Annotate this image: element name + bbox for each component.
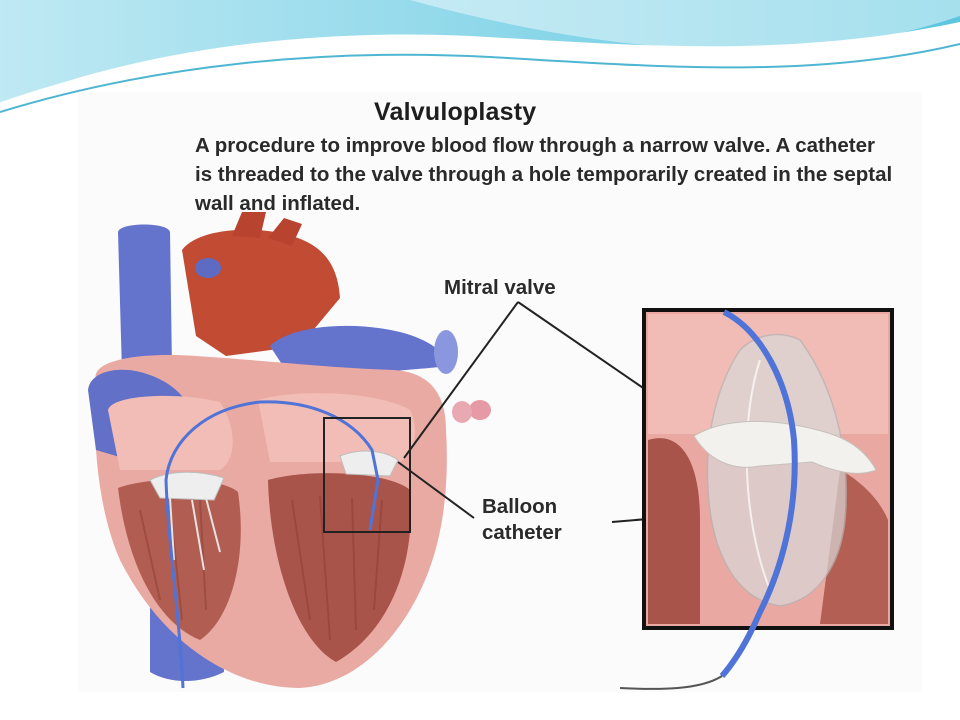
heart-mitral-valve	[339, 450, 399, 477]
right-atrium-chamber	[108, 395, 233, 470]
aorta	[182, 229, 340, 356]
inset-mitral-valve	[693, 420, 877, 474]
mitral-valve-label: Mitral valve	[444, 276, 556, 299]
left-ventricle	[268, 473, 411, 662]
balloon-catheter-label: Balloon catheter	[482, 495, 562, 544]
valvuloplasty-illustration	[78, 92, 922, 692]
slide-header-swoosh	[0, 0, 960, 113]
tricuspid-valve	[149, 471, 225, 501]
heart-diagram	[88, 212, 894, 690]
right-ventricle	[118, 479, 241, 640]
left-atrium-chamber	[258, 393, 415, 462]
diagram-title: Valvuloplasty	[374, 98, 537, 126]
inset-closeup	[619, 308, 894, 690]
zoom-box	[323, 417, 411, 533]
inset-catheter	[719, 309, 798, 678]
balloon	[706, 333, 847, 607]
superior-vena-cava	[118, 224, 172, 372]
diagram-description: A procedure to improve blood flow throug…	[195, 134, 893, 215]
